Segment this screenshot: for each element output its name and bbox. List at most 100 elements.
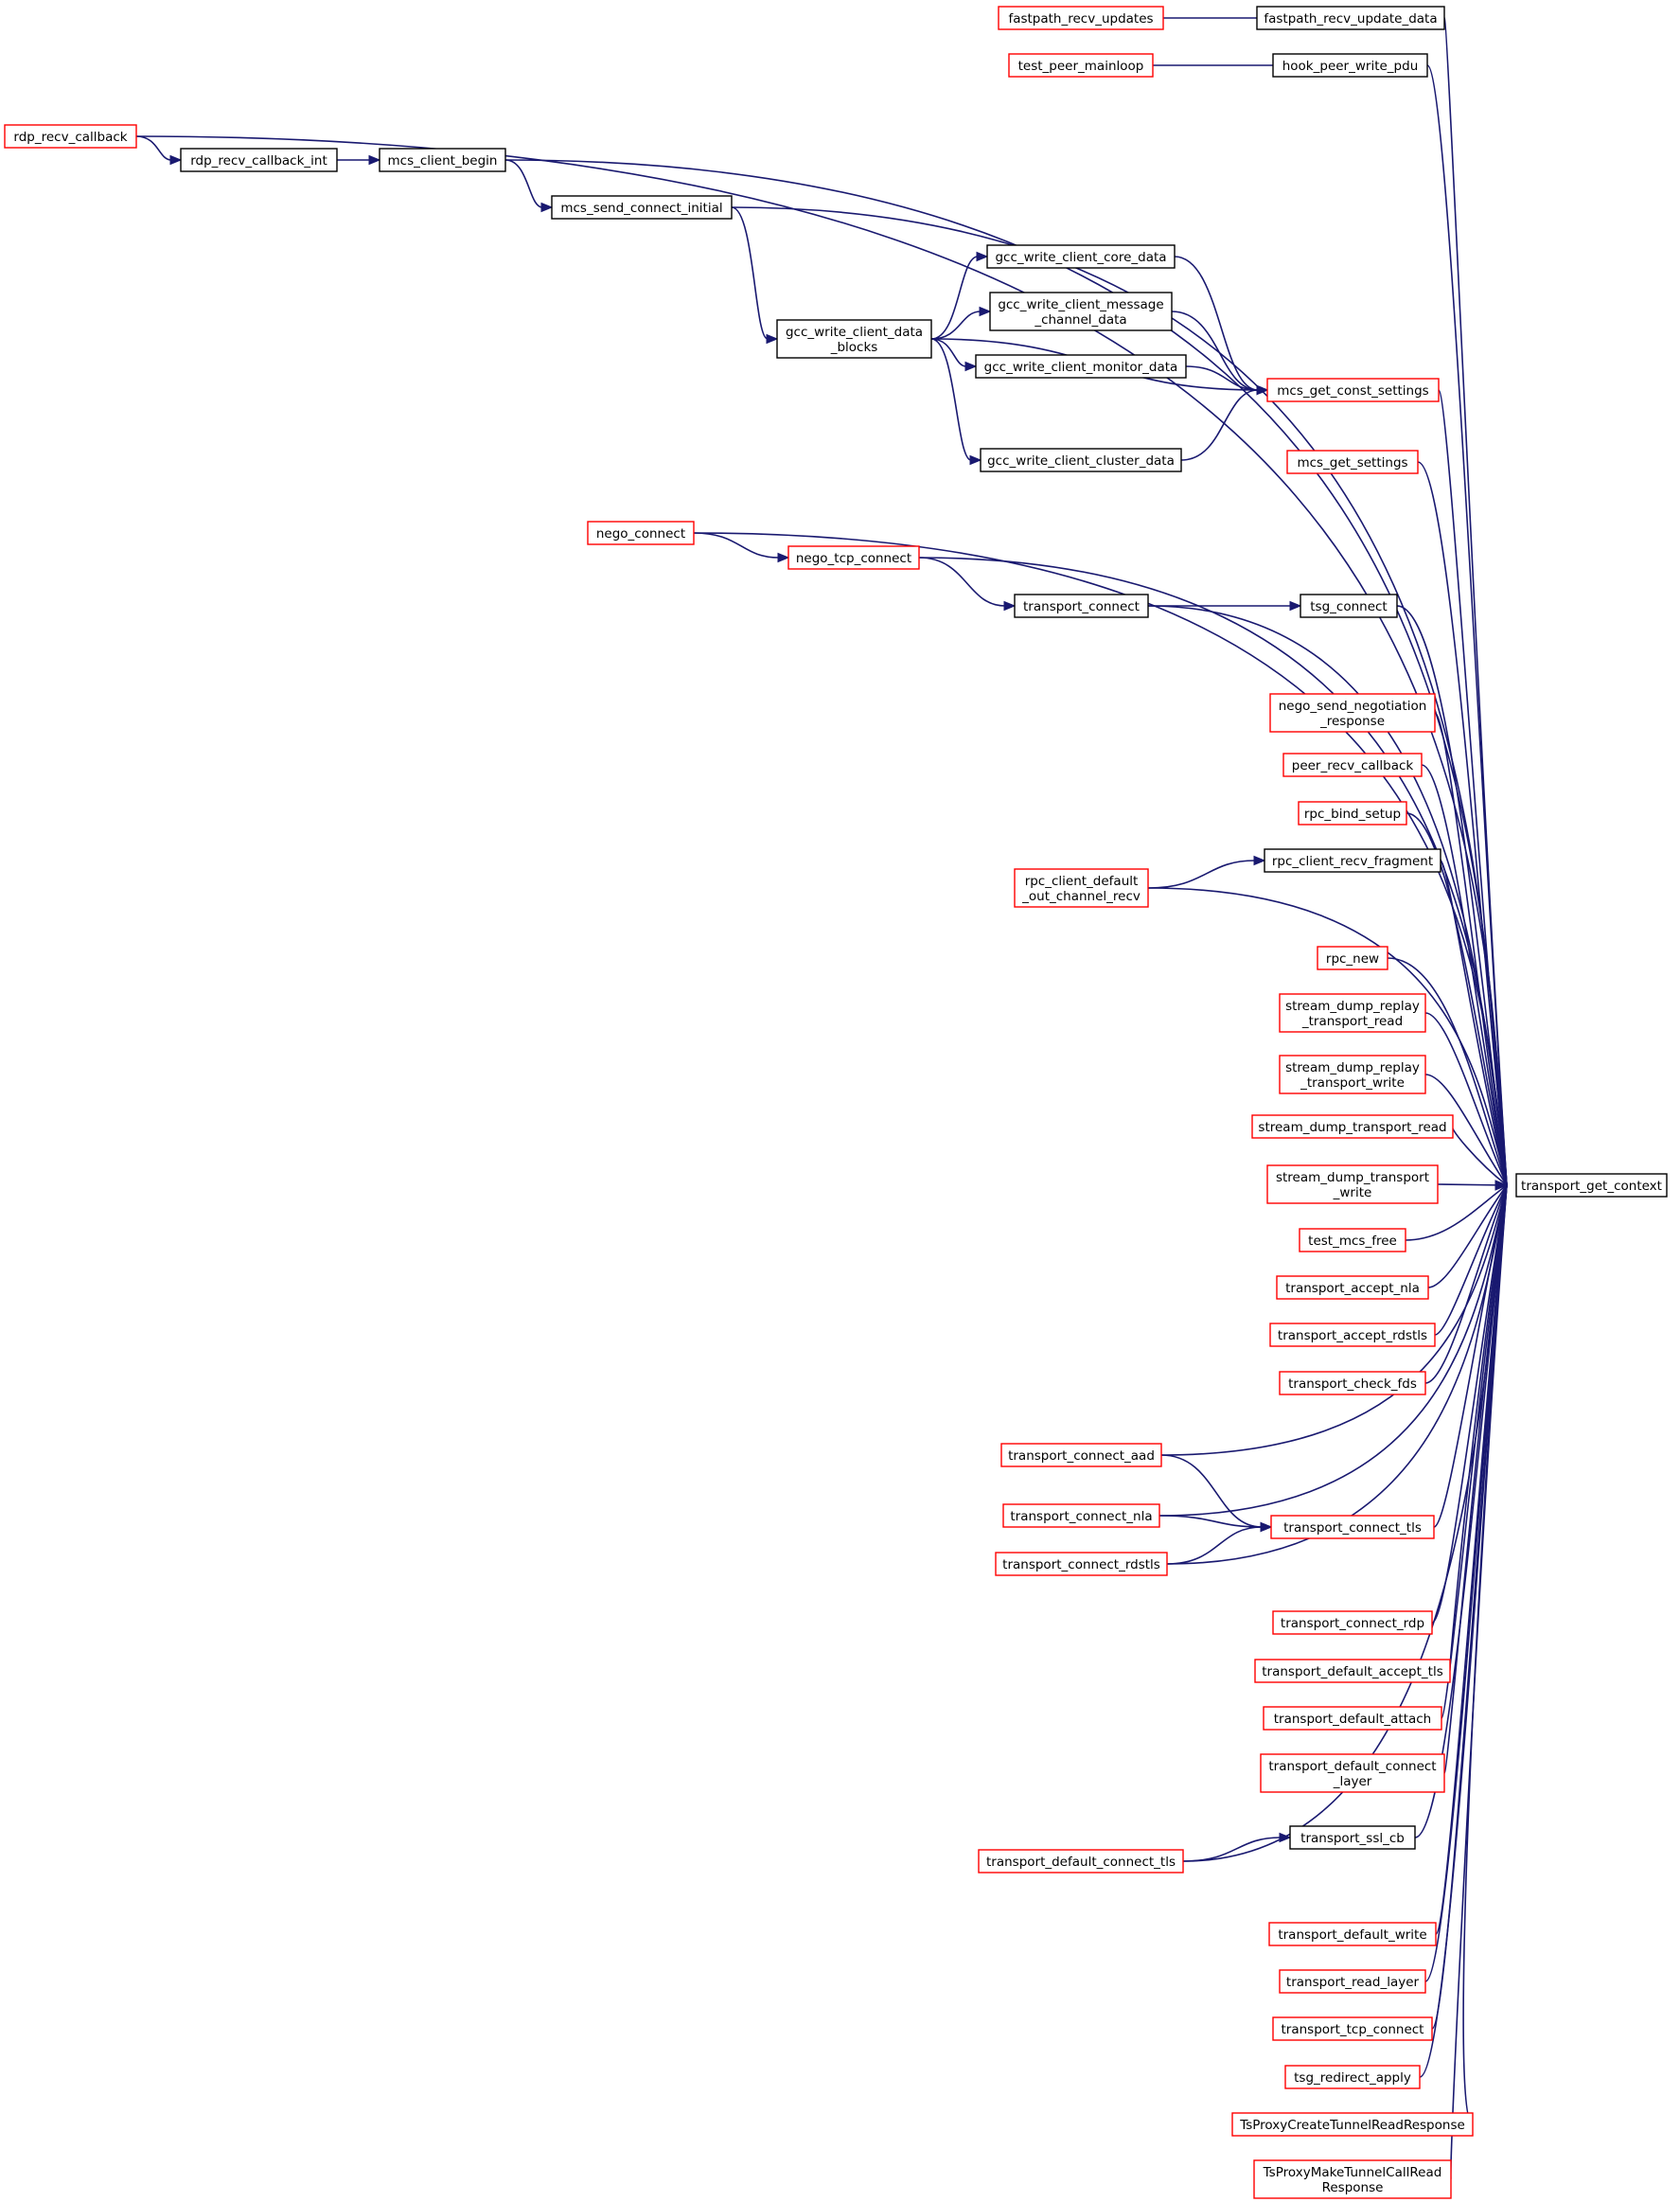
node-tsg-redirect-apply[interactable]: tsg_redirect_apply	[1284, 2065, 1421, 2089]
arrowhead	[540, 202, 554, 213]
node-label: _transport_read	[1301, 1014, 1403, 1029]
node-mcs-get-settings[interactable]: mcs_get_settings	[1286, 450, 1419, 474]
node-label: mcs_send_connect_initial	[560, 201, 722, 216]
node-label: transport_default_connect_tls	[986, 1855, 1176, 1870]
node-gcc-write-client-message-channel-data[interactable]: gcc_write_client_message_channel_data	[989, 292, 1173, 331]
node-transport-connect-nla[interactable]: transport_connect_nla	[1002, 1503, 1160, 1528]
node-mcs-get-const-settings[interactable]: mcs_get_const_settings	[1266, 378, 1440, 402]
node-label: _write	[1333, 1185, 1372, 1200]
node-transport-default-connect-tls[interactable]: transport_default_connect_tls	[978, 1849, 1184, 1873]
node-nego-send-negotiation-response[interactable]: nego_send_negotiation_response	[1269, 693, 1436, 733]
node-box	[1276, 1275, 1429, 1300]
node-tsg-connect[interactable]: tsg_connect	[1300, 594, 1398, 618]
node-box	[1266, 1164, 1439, 1204]
node-transport-read-layer[interactable]: transport_read_layer	[1279, 1969, 1426, 1994]
arrowhead	[1003, 600, 1017, 612]
node-label: rdp_recv_callback	[13, 130, 127, 145]
node-label: transport_accept_rdstls	[1278, 1328, 1427, 1343]
node-label: test_mcs_free	[1308, 1234, 1397, 1249]
arrowhead	[976, 251, 989, 262]
edge-mcs-get-settings-to-root	[1417, 461, 1508, 1186]
edge-test-mcs-free-to-root	[1405, 1184, 1508, 1241]
edge-rpc-new-to-root	[1387, 957, 1508, 1186]
node-box	[587, 521, 695, 545]
node-nego-connect[interactable]: nego_connect	[587, 521, 695, 545]
node-label: transport_accept_nla	[1285, 1281, 1420, 1296]
arrowhead	[169, 154, 183, 166]
nodes-layer: transport_get_context fastpath_recv_updat…	[4, 6, 1668, 2199]
node-transport-default-attach[interactable]: transport_default_attach	[1263, 1706, 1442, 1731]
node-transport-accept-nla[interactable]: transport_accept_nla	[1276, 1275, 1429, 1300]
node-box	[975, 354, 1187, 379]
node-transport-connect[interactable]: transport_connect	[1014, 594, 1149, 618]
node-transport-ssl-cb[interactable]: transport_ssl_cb	[1289, 1825, 1416, 1850]
node-rpc-new[interactable]: rpc_new	[1317, 946, 1388, 970]
edge-rpc-client-default-out-channel-recv-to-root	[1147, 887, 1508, 1186]
arrowhead	[368, 154, 381, 166]
node-peer-recv-callback[interactable]: peer_recv_callback	[1282, 753, 1423, 777]
node-transport-accept-rdstls[interactable]: transport_accept_rdstls	[1269, 1323, 1436, 1347]
edge-transport-connect-tls-to-transport-connect-rdstls	[1166, 1526, 1263, 1565]
node-box	[1284, 2065, 1421, 2089]
edge-fastpath-recv-update-data-to-root	[1443, 17, 1508, 1186]
node-fastpath-recv-update-data[interactable]: fastpath_recv_update_data	[1256, 6, 1445, 30]
node-box	[1269, 693, 1436, 733]
edge-transport-default-attach-to-root	[1441, 1184, 1508, 1719]
edge-transport-read-layer-to-root	[1424, 1184, 1508, 1982]
node-label: transport_check_fds	[1288, 1376, 1417, 1392]
node-transport-check-fds[interactable]: transport_check_fds	[1279, 1371, 1426, 1395]
node-rdp-recv-callback-int[interactable]: rdp_recv_callback_int	[180, 148, 338, 172]
node-box	[1300, 594, 1398, 618]
node-box	[1266, 378, 1440, 402]
edge-transport-accept-rdstls-to-root	[1434, 1184, 1508, 1336]
node-gcc-write-client-cluster-data[interactable]: gcc_write_client_cluster_data	[980, 448, 1182, 472]
node-tsproxycreatetunnelreadresponse[interactable]: TsProxyCreateTunnelReadResponse	[1231, 2112, 1474, 2137]
node-transport-tcp-connect[interactable]: transport_tcp_connect	[1272, 2016, 1433, 2041]
node-box	[1268, 1922, 1437, 1946]
node-box	[1289, 1825, 1416, 1850]
node-label: gcc_write_client_cluster_data	[987, 453, 1175, 469]
node-transport-default-accept-tls[interactable]: transport_default_accept_tls	[1254, 1659, 1451, 1683]
edge-hook-peer-write-pdu-to-root	[1426, 64, 1508, 1186]
node-label: transport_default_write	[1278, 1927, 1426, 1943]
node-box	[1270, 1515, 1435, 1539]
node-rpc-client-recv-fragment[interactable]: rpc_client_recv_fragment	[1264, 848, 1441, 873]
node-test-mcs-free[interactable]: test_mcs_free	[1299, 1228, 1406, 1252]
node-test-peer-mainloop[interactable]: test_peer_mainloop	[1008, 53, 1154, 78]
node-rpc-client-default-out-channel-recv[interactable]: rpc_client_default_out_channel_recv	[1014, 868, 1149, 908]
node-transport-get-context[interactable]: transport_get_context	[1515, 1173, 1668, 1198]
node-stream-dump-transport-read[interactable]: stream_dump_transport_read	[1251, 1114, 1454, 1139]
node-transport-connect-tls[interactable]: transport_connect_tls	[1270, 1515, 1435, 1539]
edge-gcc-write-client-message-channel-data-to-gcc-write-client-data-blocks	[930, 311, 981, 340]
node-rdp-recv-callback[interactable]: rdp_recv_callback	[4, 124, 137, 149]
node-gcc-write-client-monitor-data[interactable]: gcc_write_client_monitor_data	[975, 354, 1187, 379]
node-stream-dump-replay-transport-write[interactable]: stream_dump_replay_transport_write	[1279, 1055, 1426, 1094]
node-transport-connect-rdstls[interactable]: transport_connect_rdstls	[995, 1552, 1168, 1576]
edge-transport-connect-tls-to-root	[1433, 1184, 1508, 1528]
node-gcc-write-client-core-data[interactable]: gcc_write_client_core_data	[986, 244, 1176, 269]
node-mcs-send-connect-initial[interactable]: mcs_send_connect_initial	[551, 195, 733, 220]
node-label: rpc_new	[1326, 951, 1379, 967]
node-box	[1260, 1753, 1445, 1793]
node-nego-tcp-connect[interactable]: nego_tcp_connect	[787, 545, 920, 570]
node-transport-default-write[interactable]: transport_default_write	[1268, 1922, 1437, 1946]
node-hook-peer-write-pdu[interactable]: hook_peer_write_pdu	[1272, 53, 1428, 78]
node-transport-connect-rdp[interactable]: transport_connect_rdp	[1272, 1610, 1433, 1635]
node-mcs-client-begin[interactable]: mcs_client_begin	[379, 148, 506, 172]
node-gcc-write-client-data-blocks[interactable]: gcc_write_client_data_blocks	[776, 319, 932, 359]
node-transport-default-connect-layer[interactable]: transport_default_connect_layer	[1260, 1753, 1445, 1793]
node-label: transport_read_layer	[1286, 1975, 1420, 1990]
node-box	[1000, 1443, 1162, 1467]
node-box	[978, 1849, 1184, 1873]
node-label: fastpath_recv_update_data	[1264, 11, 1437, 27]
node-label: transport_connect	[1023, 599, 1140, 614]
node-stream-dump-transport-write[interactable]: stream_dump_transport_write	[1266, 1164, 1439, 1204]
node-fastpath-recv-updates[interactable]: fastpath_recv_updates	[998, 6, 1164, 30]
node-box	[1256, 6, 1445, 30]
node-transport-connect-aad[interactable]: transport_connect_aad	[1000, 1443, 1162, 1467]
edge-tsproxymaketunnelcallreadresponse-to-root	[1450, 1184, 1508, 2180]
node-stream-dump-replay-transport-read[interactable]: stream_dump_replay_transport_read	[1279, 993, 1426, 1033]
node-rpc-bind-setup[interactable]: rpc_bind_setup	[1298, 801, 1407, 826]
